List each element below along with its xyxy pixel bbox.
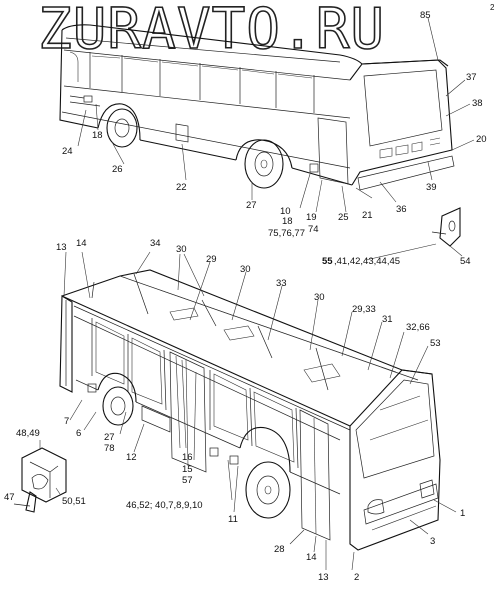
callout-20: 20 [476,134,487,145]
callout-54: 54 [460,256,471,267]
callout-27-top: 27 [246,200,257,211]
callout-13-top: 13 [56,242,67,253]
callout-30-b: 30 [240,264,251,275]
callout-14-bottom: 14 [306,552,317,563]
callout-39: 39 [426,182,437,193]
top-callouts: 85 37 38 20 39 24 18 26 22 27 10 18 75,7… [62,10,487,267]
callout-13-bottom: 13 [318,572,329,583]
callout-53: 53 [430,338,441,349]
callout-31: 31 [382,314,393,325]
callout-33: 33 [276,278,287,289]
callout-85: 85 [420,10,431,21]
callout-7: 7 [64,416,69,427]
callout-2: 2 [354,572,359,583]
callout-38: 38 [472,98,483,109]
callout-32-66: 32,66 [406,322,430,333]
callout-22: 22 [176,182,187,193]
callout-29-33: 29,33 [352,304,376,315]
callout-37: 37 [466,72,477,83]
callout-16: 16 [182,452,193,463]
callout-36: 36 [396,204,407,215]
bottom-callouts: 13 14 34 30 29 30 33 30 29,33 31 32,66 5… [4,238,465,583]
callout-3: 3 [430,536,435,547]
callout-25: 25 [338,212,349,223]
callout-30-a: 30 [176,244,187,255]
callout-48-49: 48,49 [16,428,40,439]
callout-74: 74 [308,224,319,235]
callout-28: 28 [274,544,285,555]
callout-47: 47 [4,492,15,503]
callout-55: 55 [322,256,333,267]
callout-34: 34 [150,238,161,249]
watermark: ZURAVTO.RU [37,0,386,62]
callout-26: 26 [112,164,123,175]
bottom-bus [13,251,457,571]
callout-6: 6 [76,428,81,439]
callout-75-76-77: 75,76,77 [268,228,305,239]
callout-18-mid: 18 [282,216,293,227]
callout-19: 19 [306,212,317,223]
callout-27-bottom: 27 [104,432,115,443]
callout-21: 21 [362,210,373,221]
callout-12: 12 [126,452,137,463]
callout-30-c: 30 [314,292,325,303]
callout-78: 78 [104,443,115,454]
callout-50-51: 50,51 [62,496,86,507]
callout-10-top: 10 [280,206,291,217]
callout-24: 24 [62,146,73,157]
callout-46-52-40-10: 46,52; 40,7,8,9,10 [126,500,203,511]
callout-15: 15 [182,464,193,475]
callout-29: 29 [206,254,217,265]
callout-1: 1 [460,508,465,519]
callout-11: 11 [228,514,238,525]
callout-18-top: 18 [92,130,103,141]
callout-41-45: ,41,42,43,44,45 [334,256,400,267]
top-bus [59,17,475,261]
callout-14-top: 14 [76,238,87,249]
corner-mark: 2 [490,3,495,12]
callout-57: 57 [182,475,193,486]
